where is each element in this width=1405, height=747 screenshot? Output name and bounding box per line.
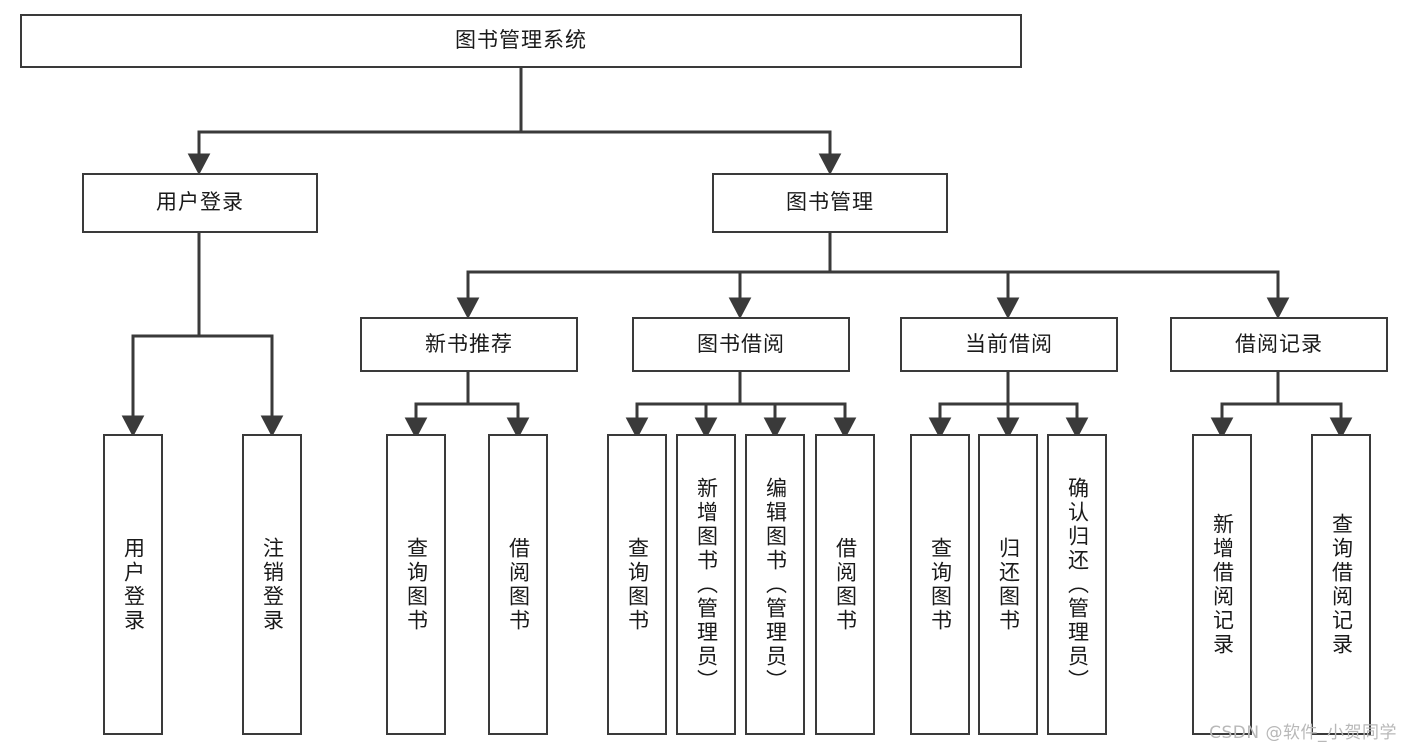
node-label: 确认归还（管理员） [1065, 476, 1090, 693]
node-label: 用户登录 [121, 536, 146, 633]
node-leaf-current-return-book[interactable]: 归还图书 [978, 434, 1038, 735]
node-label: 新增图书（管理员） [694, 476, 719, 693]
node-label: 借阅图书 [833, 536, 858, 633]
node-label: 当前借阅 [965, 331, 1053, 356]
node-label: 图书借阅 [697, 331, 785, 356]
node-leaf-new-book-query[interactable]: 查询图书 [386, 434, 446, 735]
node-root-book-management-system[interactable]: 图书管理系统 [20, 14, 1022, 68]
node-label: 查询借阅记录 [1329, 512, 1354, 657]
node-leaf-record-query-record[interactable]: 查询借阅记录 [1311, 434, 1371, 735]
node-leaf-user-login-signout[interactable]: 注销登录 [242, 434, 302, 735]
node-leaf-user-login-signin[interactable]: 用户登录 [103, 434, 163, 735]
node-label: 借阅记录 [1235, 331, 1323, 356]
node-book-borrow[interactable]: 图书借阅 [632, 317, 850, 372]
node-leaf-new-book-borrow[interactable]: 借阅图书 [488, 434, 548, 735]
node-borrow-record[interactable]: 借阅记录 [1170, 317, 1388, 372]
node-label: 借阅图书 [506, 536, 531, 633]
node-label: 归还图书 [996, 536, 1021, 633]
node-user-login[interactable]: 用户登录 [82, 173, 318, 233]
node-leaf-borrow-edit-book-admin[interactable]: 编辑图书（管理员） [745, 434, 805, 735]
node-label: 注销登录 [260, 536, 285, 633]
node-leaf-current-query-book[interactable]: 查询图书 [910, 434, 970, 735]
node-label: 查询图书 [928, 536, 953, 633]
node-leaf-borrow-query-book[interactable]: 查询图书 [607, 434, 667, 735]
node-book-management[interactable]: 图书管理 [712, 173, 948, 233]
node-leaf-borrow-borrow-book[interactable]: 借阅图书 [815, 434, 875, 735]
node-label: 用户登录 [156, 190, 244, 215]
node-label: 图书管理 [786, 190, 874, 215]
node-label: 新增借阅记录 [1210, 512, 1235, 657]
node-label: 编辑图书（管理员） [763, 476, 788, 693]
node-label: 查询图书 [625, 536, 650, 633]
node-new-book-recommend[interactable]: 新书推荐 [360, 317, 578, 372]
node-leaf-record-add-record[interactable]: 新增借阅记录 [1192, 434, 1252, 735]
node-label: 查询图书 [404, 536, 429, 633]
node-label: 新书推荐 [425, 331, 513, 356]
node-current-borrow[interactable]: 当前借阅 [900, 317, 1118, 372]
node-label: 图书管理系统 [455, 28, 587, 53]
node-leaf-current-confirm-return-admin[interactable]: 确认归还（管理员） [1047, 434, 1107, 735]
node-leaf-borrow-add-book-admin[interactable]: 新增图书（管理员） [676, 434, 736, 735]
